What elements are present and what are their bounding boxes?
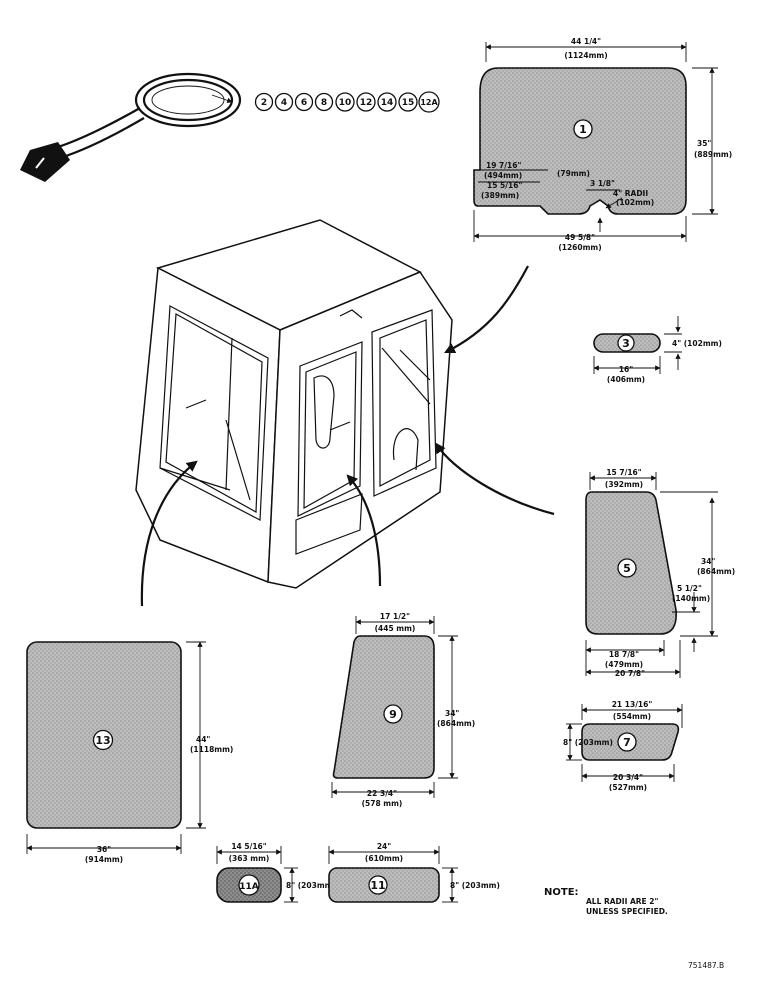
panel-1-left-w2: 15 5/16" — [487, 181, 522, 190]
seal-callout: 14 — [377, 92, 397, 112]
panel-9-id: 9 — [389, 708, 397, 721]
glass-panel-9: 9 — [332, 635, 435, 779]
panel-1-id: 1 — [579, 123, 587, 136]
panel-9-height: 34" — [445, 709, 459, 718]
panel-9-bottom-width: 22 3/4" — [367, 789, 397, 798]
seal-callout: 12 — [356, 92, 376, 112]
panel-13-width: 36" — [97, 845, 111, 854]
panel-11a-id: 11A — [239, 882, 259, 892]
panel-9-bottom-width-mm: (578 mm) — [362, 799, 403, 808]
panel-7-height: 8" (203mm) — [563, 738, 613, 747]
panel-1-height-mm: (889mm) — [694, 150, 732, 159]
panel-13-id: 13 — [95, 734, 110, 747]
panel-1-left-w2-mm: (389mm) — [481, 191, 519, 200]
svg-text:10: 10 — [339, 98, 352, 108]
seal-callout: 2 — [254, 92, 274, 112]
svg-text:14: 14 — [381, 98, 394, 108]
drawing-reference: 751487.B — [688, 961, 724, 970]
note-line-2: UNLESS SPECIFIED. — [586, 907, 668, 916]
panel-5-top-width-mm: (392mm) — [605, 480, 643, 489]
glass-panel-5: 5 — [585, 491, 677, 635]
glass-panel-3: 3 — [593, 333, 661, 353]
panel-13-width-mm: (914mm) — [85, 855, 123, 864]
panel-5-bottom-w2: 20 7/8" — [615, 669, 645, 678]
svg-text:15: 15 — [402, 98, 415, 108]
svg-text:4: 4 — [281, 98, 287, 108]
panel-7-top-width-mm: (554mm) — [613, 712, 651, 721]
panel-3-width: 16" — [619, 365, 633, 374]
panel-3-width-mm: (406mm) — [607, 375, 645, 384]
svg-text:6: 6 — [301, 98, 307, 108]
cab-pointer-arrows — [140, 265, 555, 607]
panel-1-top-width: 44 1/4" — [571, 37, 601, 46]
panel-13-dimensions: 44" (1118mm) 36" (914mm) — [26, 641, 233, 864]
panel-7-bottom-width-mm: (527mm) — [609, 783, 647, 792]
panel-11-width: 24" — [377, 842, 391, 851]
note-title: NOTE: — [544, 887, 579, 898]
seal-callout: 4 — [274, 92, 294, 112]
panel-1-id-circle — [573, 119, 593, 139]
seal-callout: 12A — [418, 91, 440, 113]
panel-3-id: 3 — [622, 337, 630, 350]
glass-panel-7: 7 — [581, 723, 680, 761]
svg-text:12: 12 — [360, 98, 373, 108]
panel-5-bottom-w1: 18 7/8" — [609, 650, 639, 659]
operator-cab-illustration — [135, 219, 453, 589]
panel-9-top-width-mm: (445 mm) — [375, 624, 416, 633]
seal-callout: 10 — [335, 92, 355, 112]
seal-callout-list: 2 4 6 8 10 12 14 15 — [254, 91, 440, 113]
panel-1-radii: 4" RADII — [613, 189, 648, 198]
svg-text:2: 2 — [261, 98, 267, 108]
panel-13-height-mm: (1118mm) — [190, 745, 233, 754]
panel-9-height-mm: (864mm) — [437, 719, 475, 728]
panel-5-top-width: 15 7/16" — [606, 468, 641, 477]
panel-5-offset: 5 1/2" — [677, 584, 702, 593]
panel-1-left-w1-mm: (494mm) — [484, 171, 522, 180]
panel-5-height: 34" — [701, 557, 715, 566]
glass-panel-11a: 11A — [216, 867, 282, 903]
panel-7-bottom-width: 20 3/4" — [613, 773, 643, 782]
panel-7-top-width: 21 13/16" — [612, 700, 653, 709]
panel-5-bottom-w1-mm: (479mm) — [605, 660, 643, 669]
panel-3-dimensions: 4" (102mm) 16" (406mm) — [593, 316, 722, 384]
panel-13-height: 44" — [196, 735, 210, 744]
panel-1-notch-width: 3 1/8" — [590, 179, 615, 188]
panel-1-bottom-width: 49 5/8" — [565, 233, 595, 242]
panel-5-height-mm: (864mm) — [697, 567, 735, 576]
rubber-seal-illustration — [20, 72, 242, 182]
panel-1-left-w1: 19 7/16" — [486, 161, 521, 170]
seal-callout: 15 — [398, 92, 418, 112]
glass-panel-11: 11 — [328, 867, 440, 903]
panel-7-id: 7 — [623, 736, 631, 749]
panel-11a-height: 8" (203mm) — [286, 881, 336, 890]
svg-text:8: 8 — [321, 98, 327, 108]
panel-11-id: 11 — [370, 879, 385, 892]
note-block: NOTE: ALL RADII ARE 2" UNLESS SPECIFIED. — [544, 887, 668, 916]
panel-1-notch-depth-mm: (79mm) — [557, 169, 590, 178]
panel-1-dimensions: 44 1/4" (1124mm) 35" (889mm) 19 7/16" (4… — [473, 37, 732, 252]
panel-5-id: 5 — [623, 562, 631, 575]
panel-1-top-width-mm: (1124mm) — [564, 51, 607, 60]
panel-11-dimensions: 24" (610mm) 8" (203mm) — [328, 842, 500, 903]
seal-callout: 8 — [314, 92, 334, 112]
svg-text:12A: 12A — [420, 98, 438, 107]
panel-11a-dimensions: 14 5/16" (363 mm) 8" (203mm) — [216, 842, 336, 903]
seal-callout: 6 — [294, 92, 314, 112]
glass-panel-13: 13 — [26, 641, 182, 829]
panel-5-dimensions: 15 7/16" (392mm) 34" (864mm) 5 1/2" (140… — [585, 468, 735, 678]
panel-11a-width: 14 5/16" — [231, 842, 266, 851]
panel-3-height: 4" (102mm) — [672, 339, 722, 348]
panel-9-dimensions: 17 1/2" (445 mm) 34" (864mm) 22 3/4" (57… — [331, 612, 475, 808]
panel-11a-width-mm: (363 mm) — [229, 854, 270, 863]
panel-11-width-mm: (610mm) — [365, 854, 403, 863]
panel-9-top-width: 17 1/2" — [380, 612, 410, 621]
panel-1-bottom-width-mm: (1260mm) — [558, 243, 601, 252]
panel-11-height: 8" (203mm) — [450, 881, 500, 890]
panel-7-dimensions: 21 13/16" (554mm) 8" (203mm) 20 3/4" (52… — [563, 700, 683, 792]
panel-1-radii-mm: (102mm) — [616, 198, 654, 207]
note-line-1: ALL RADII ARE 2" — [586, 897, 659, 906]
panel-5-offset-mm: (140mm) — [672, 594, 710, 603]
panel-1-height: 35" — [697, 139, 711, 148]
